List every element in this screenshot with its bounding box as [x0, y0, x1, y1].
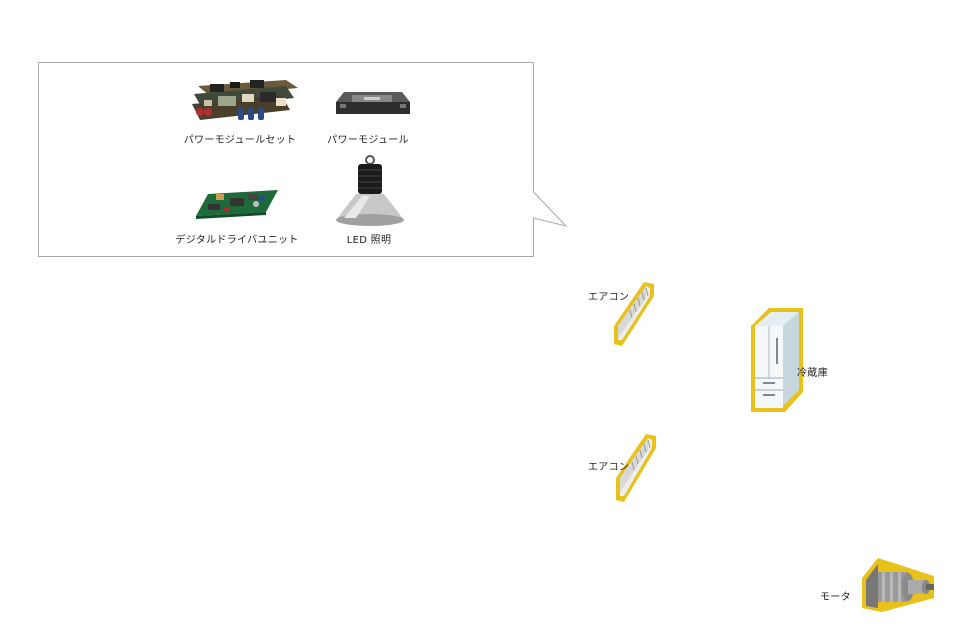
product-label-led-light: LED 照明	[346, 235, 392, 246]
digital-driver-unit-icon	[196, 190, 278, 219]
air-conditioner-icon	[616, 434, 656, 502]
power-module-set-icon	[192, 80, 298, 120]
led-light-icon	[336, 155, 404, 226]
air-conditioner-icon	[614, 282, 654, 346]
appliance-label-aircon-1: エアコン	[588, 292, 630, 303]
appliance-label-fridge: 冷蔵庫	[797, 368, 828, 379]
product-label-power-module: パワーモジュール	[327, 135, 409, 146]
product-label-power-module-set: パワーモジュールセット	[183, 135, 297, 146]
product-label-digital-driver-unit: デジタルドライバユニット	[175, 235, 299, 246]
power-module-icon	[336, 92, 410, 114]
appliance-label-motor: モータ	[820, 592, 851, 603]
appliance-label-aircon-2: エアコン	[588, 462, 630, 473]
refrigerator-icon	[751, 308, 803, 412]
motor-icon	[862, 558, 934, 612]
callout-bubble	[38, 62, 568, 257]
